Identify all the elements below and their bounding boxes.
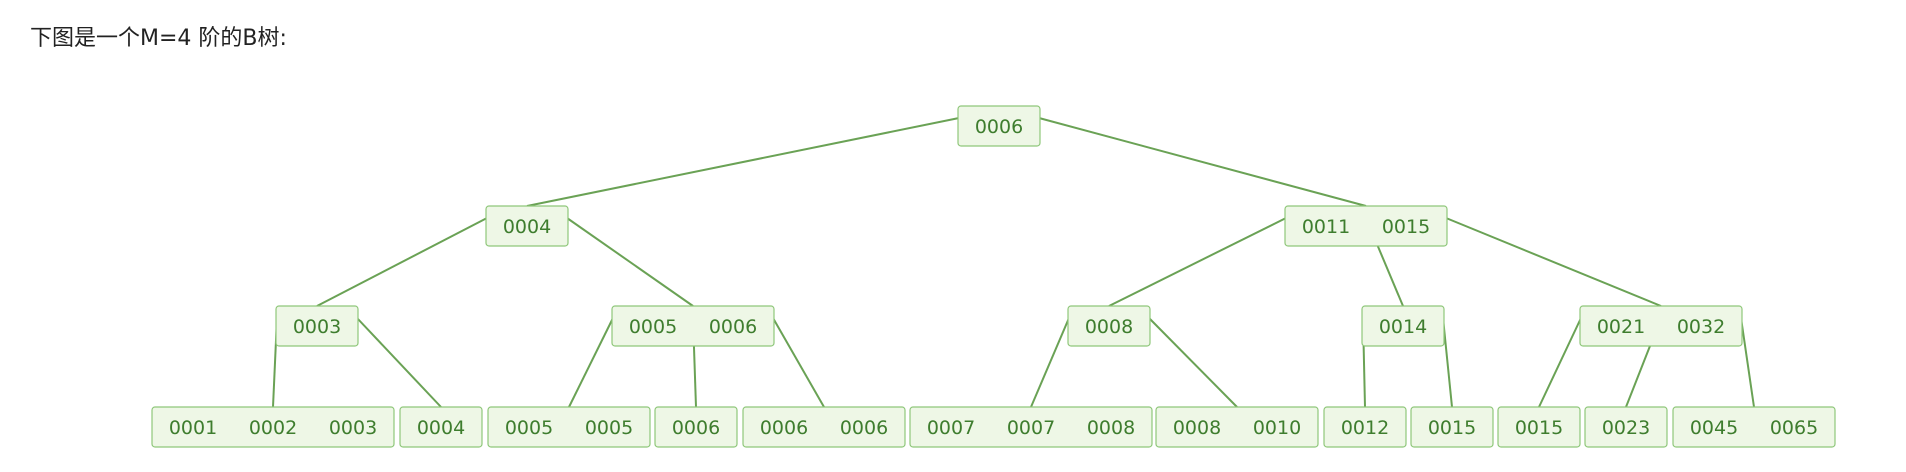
- tree-edge: [1445, 217, 1662, 307]
- node-key: 0007: [1007, 417, 1055, 439]
- node-key: 0021: [1597, 316, 1645, 338]
- node-key: 0015: [1382, 216, 1430, 238]
- node-key: 0003: [293, 316, 341, 338]
- node-key: 0023: [1602, 417, 1650, 439]
- node-box: [1410, 406, 1494, 448]
- btree-node-level2-0: 0003: [275, 305, 359, 347]
- btree-node-leaves-0: 0001 0002 0003: [151, 406, 395, 448]
- node-key: 0002: [249, 417, 297, 439]
- tree-edges: [272, 117, 1755, 408]
- btree-node-leaves-2: 0005 0005: [487, 406, 651, 448]
- node-key: 0045: [1690, 417, 1738, 439]
- node-key: 0006: [975, 116, 1023, 138]
- node-box: [1284, 205, 1448, 247]
- btree-node-root-0: 0006: [957, 105, 1041, 147]
- node-box: [957, 105, 1041, 147]
- tree-edge: [772, 317, 825, 408]
- btree-node-leaves-3: 0006: [654, 406, 738, 448]
- node-key: 0008: [1087, 417, 1135, 439]
- node-box: [1323, 406, 1407, 448]
- node-key: 0011: [1302, 216, 1350, 238]
- btree-node-level2-2: 0008: [1067, 305, 1151, 347]
- node-key: 0007: [927, 417, 975, 439]
- node-box: [1361, 305, 1445, 347]
- tree-edge: [1740, 317, 1755, 408]
- node-key: 0010: [1253, 417, 1301, 439]
- node-box: [1497, 406, 1581, 448]
- btree-node-leaves-7: 0012: [1323, 406, 1407, 448]
- node-key: 0015: [1515, 417, 1563, 439]
- node-key: 0006: [840, 417, 888, 439]
- node-box: [1155, 406, 1319, 448]
- node-key: 0003: [329, 417, 377, 439]
- node-box: [654, 406, 738, 448]
- node-key: 0005: [585, 417, 633, 439]
- node-box: [485, 205, 569, 247]
- btree-node-leaves-1: 0004: [399, 406, 483, 448]
- node-box: [1067, 305, 1151, 347]
- node-key: 0005: [505, 417, 553, 439]
- btree-node-leaves-9: 0015: [1497, 406, 1581, 448]
- node-key: 0032: [1677, 316, 1725, 338]
- node-key: 0014: [1379, 316, 1427, 338]
- node-box: [151, 406, 395, 448]
- tree-edge: [568, 317, 614, 408]
- node-key: 0006: [709, 316, 757, 338]
- tree-edge: [526, 117, 960, 207]
- btree-node-leaves-5: 0007 0007 0008: [909, 406, 1153, 448]
- tree-edge: [1030, 317, 1070, 408]
- node-box: [611, 305, 775, 347]
- node-box: [487, 406, 651, 448]
- node-box: [909, 406, 1153, 448]
- btree-node-leaves-10: 0023: [1584, 406, 1668, 448]
- node-key: 0015: [1428, 417, 1476, 439]
- btree-node-level2-4: 0021 0032: [1579, 305, 1743, 347]
- node-key: 0001: [169, 417, 217, 439]
- tree-nodes: 0006 0004 0011 0015 0003 0005 0006 0008 0014 0021…: [151, 105, 1836, 448]
- btree-node-leaves-8: 0015: [1410, 406, 1494, 448]
- node-key: 0004: [417, 417, 465, 439]
- btree-node-leaves-11: 0045 0065: [1672, 406, 1836, 448]
- node-key: 0012: [1341, 417, 1389, 439]
- node-key: 0008: [1173, 417, 1221, 439]
- node-box: [1672, 406, 1836, 448]
- btree-node-level2-3: 0014: [1361, 305, 1445, 347]
- node-key: 0005: [629, 316, 677, 338]
- btree-node-level2-1: 0005 0006: [611, 305, 775, 347]
- btree-node-leaves-6: 0008 0010: [1155, 406, 1319, 448]
- node-key: 0006: [760, 417, 808, 439]
- page-caption: 下图是一个M=4 阶的B树:: [30, 26, 287, 51]
- tree-edge: [1038, 117, 1367, 207]
- btree-node-leaves-4: 0006 0006: [742, 406, 906, 448]
- node-key: 0065: [1770, 417, 1818, 439]
- node-box: [275, 305, 359, 347]
- tree-edge: [1148, 317, 1238, 408]
- node-key: 0006: [672, 417, 720, 439]
- node-key: 0008: [1085, 316, 1133, 338]
- node-box: [1584, 406, 1668, 448]
- node-box: [399, 406, 483, 448]
- tree-edge: [1108, 217, 1287, 307]
- tree-edge: [356, 317, 442, 408]
- btree-node-level1-1: 0011 0015: [1284, 205, 1448, 247]
- tree-edge: [566, 217, 694, 307]
- tree-edge: [1538, 317, 1582, 408]
- node-box: [742, 406, 906, 448]
- node-box: [1579, 305, 1743, 347]
- btree-node-level1-0: 0004: [485, 205, 569, 247]
- tree-edge: [316, 217, 488, 307]
- node-key: 0004: [503, 216, 551, 238]
